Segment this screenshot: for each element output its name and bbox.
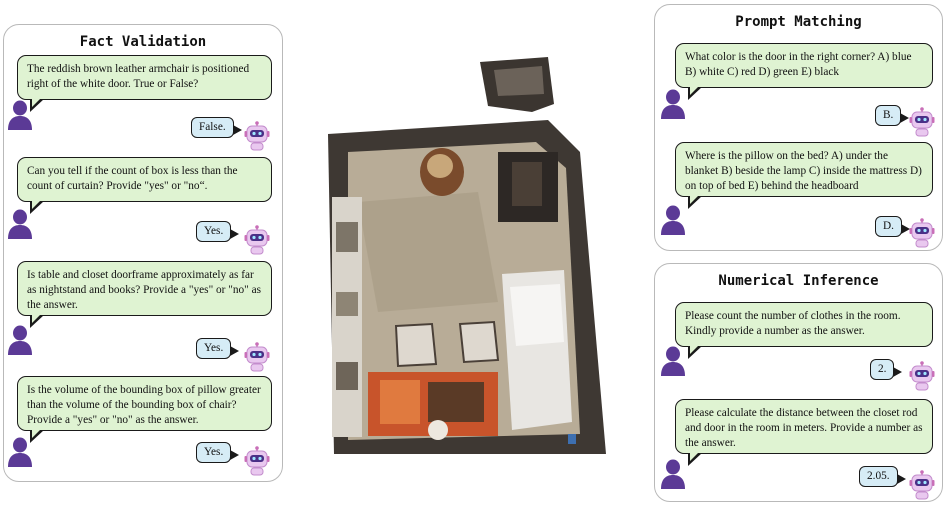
bubble-tail: [688, 194, 702, 209]
question-text: Can you tell if the count of box is less…: [27, 165, 238, 192]
question-text: Is table and closet doorframe approximat…: [27, 269, 261, 311]
robot-icon: [244, 446, 270, 476]
panel-title: Prompt Matching: [735, 14, 862, 30]
bubble-tail: [900, 113, 910, 123]
prompt-matching-panel: Prompt Matching: [654, 4, 943, 251]
answer-text: D.: [883, 220, 894, 232]
chair: [394, 322, 438, 368]
bubble-tail: [900, 224, 910, 234]
panel-title: Fact Validation: [79, 34, 207, 50]
answer-bubble: 2.: [870, 359, 903, 380]
question-text: Is the volume of the bounding box of pil…: [27, 384, 261, 426]
robot-icon: [909, 218, 935, 248]
user-icon: [661, 89, 685, 119]
floor-shadow: [358, 192, 498, 312]
answer-bubble: B.: [875, 105, 910, 126]
question-text: Please count the number of clothes in th…: [685, 310, 901, 337]
ceiling-fragment: [494, 66, 544, 96]
question-text: What color is the door in the right corn…: [685, 51, 912, 78]
answer-text: B.: [883, 109, 894, 121]
bubble-tail: [30, 428, 44, 443]
question-text: The reddish brown leather armchair is po…: [27, 63, 250, 90]
bubble-tail: [232, 125, 242, 135]
answer-text: Yes.: [204, 446, 224, 458]
panel-title: Numerical Inference: [718, 273, 879, 289]
question-text: Where is the pillow on the bed? A) under…: [685, 150, 922, 192]
answer-text: 2.05.: [867, 470, 890, 482]
answer-text: False.: [199, 121, 226, 133]
chair: [458, 320, 500, 364]
robot-icon: [909, 361, 935, 391]
question-bubble: Please calculate the distance between th…: [675, 399, 933, 466]
question-bubble: Can you tell if the count of box is less…: [17, 157, 272, 214]
user-icon: [8, 325, 32, 355]
bubble-tail: [30, 97, 44, 112]
answer-text: Yes.: [204, 342, 224, 354]
user-icon: [8, 100, 32, 130]
bubble-tail: [893, 367, 903, 377]
3d-room-scan: [328, 57, 606, 454]
robot-icon: [244, 225, 270, 255]
bubble-tail: [688, 85, 702, 100]
bubble-tail: [230, 346, 240, 356]
question-bubble: What color is the door in the right corn…: [675, 43, 933, 100]
question-bubble: Please count the number of clothes in th…: [675, 302, 933, 359]
bubble-tail: [688, 344, 702, 359]
answer-bubble: 2.05.: [859, 466, 906, 487]
bubble-tail: [688, 451, 702, 466]
user-icon: [661, 459, 685, 489]
question-bubble: The reddish brown leather armchair is po…: [17, 55, 272, 112]
bubble-tail: [230, 450, 240, 460]
answer-bubble: Yes.: [196, 221, 240, 242]
user-icon: [661, 205, 685, 235]
bubble-tail: [896, 474, 906, 484]
answer-bubble: False.: [191, 117, 242, 138]
question-text: Please calculate the distance between th…: [685, 407, 923, 449]
question-bubble: Is the volume of the bounding box of pil…: [17, 376, 272, 443]
robot-icon: [909, 107, 935, 137]
answer-bubble: D.: [875, 216, 910, 237]
answer-bubble: Yes.: [196, 442, 240, 463]
bubble-tail: [30, 313, 44, 328]
answer-text: 2.: [878, 363, 887, 375]
numerical-inference-panel: Numerical Inference: [654, 263, 943, 502]
answer-text: Yes.: [204, 225, 224, 237]
user-icon: [661, 346, 685, 376]
answer-bubble: Yes.: [196, 338, 240, 359]
bubble-tail: [230, 229, 240, 239]
question-bubble: Where is the pillow on the bed? A) under…: [675, 142, 933, 209]
robot-icon: [244, 121, 270, 151]
robot-icon: [909, 470, 935, 500]
question-bubble: Is table and closet doorframe approximat…: [17, 261, 272, 328]
bubble-tail: [30, 199, 44, 214]
robot-icon: [244, 342, 270, 372]
user-icon: [8, 209, 32, 239]
user-icon: [8, 437, 32, 467]
